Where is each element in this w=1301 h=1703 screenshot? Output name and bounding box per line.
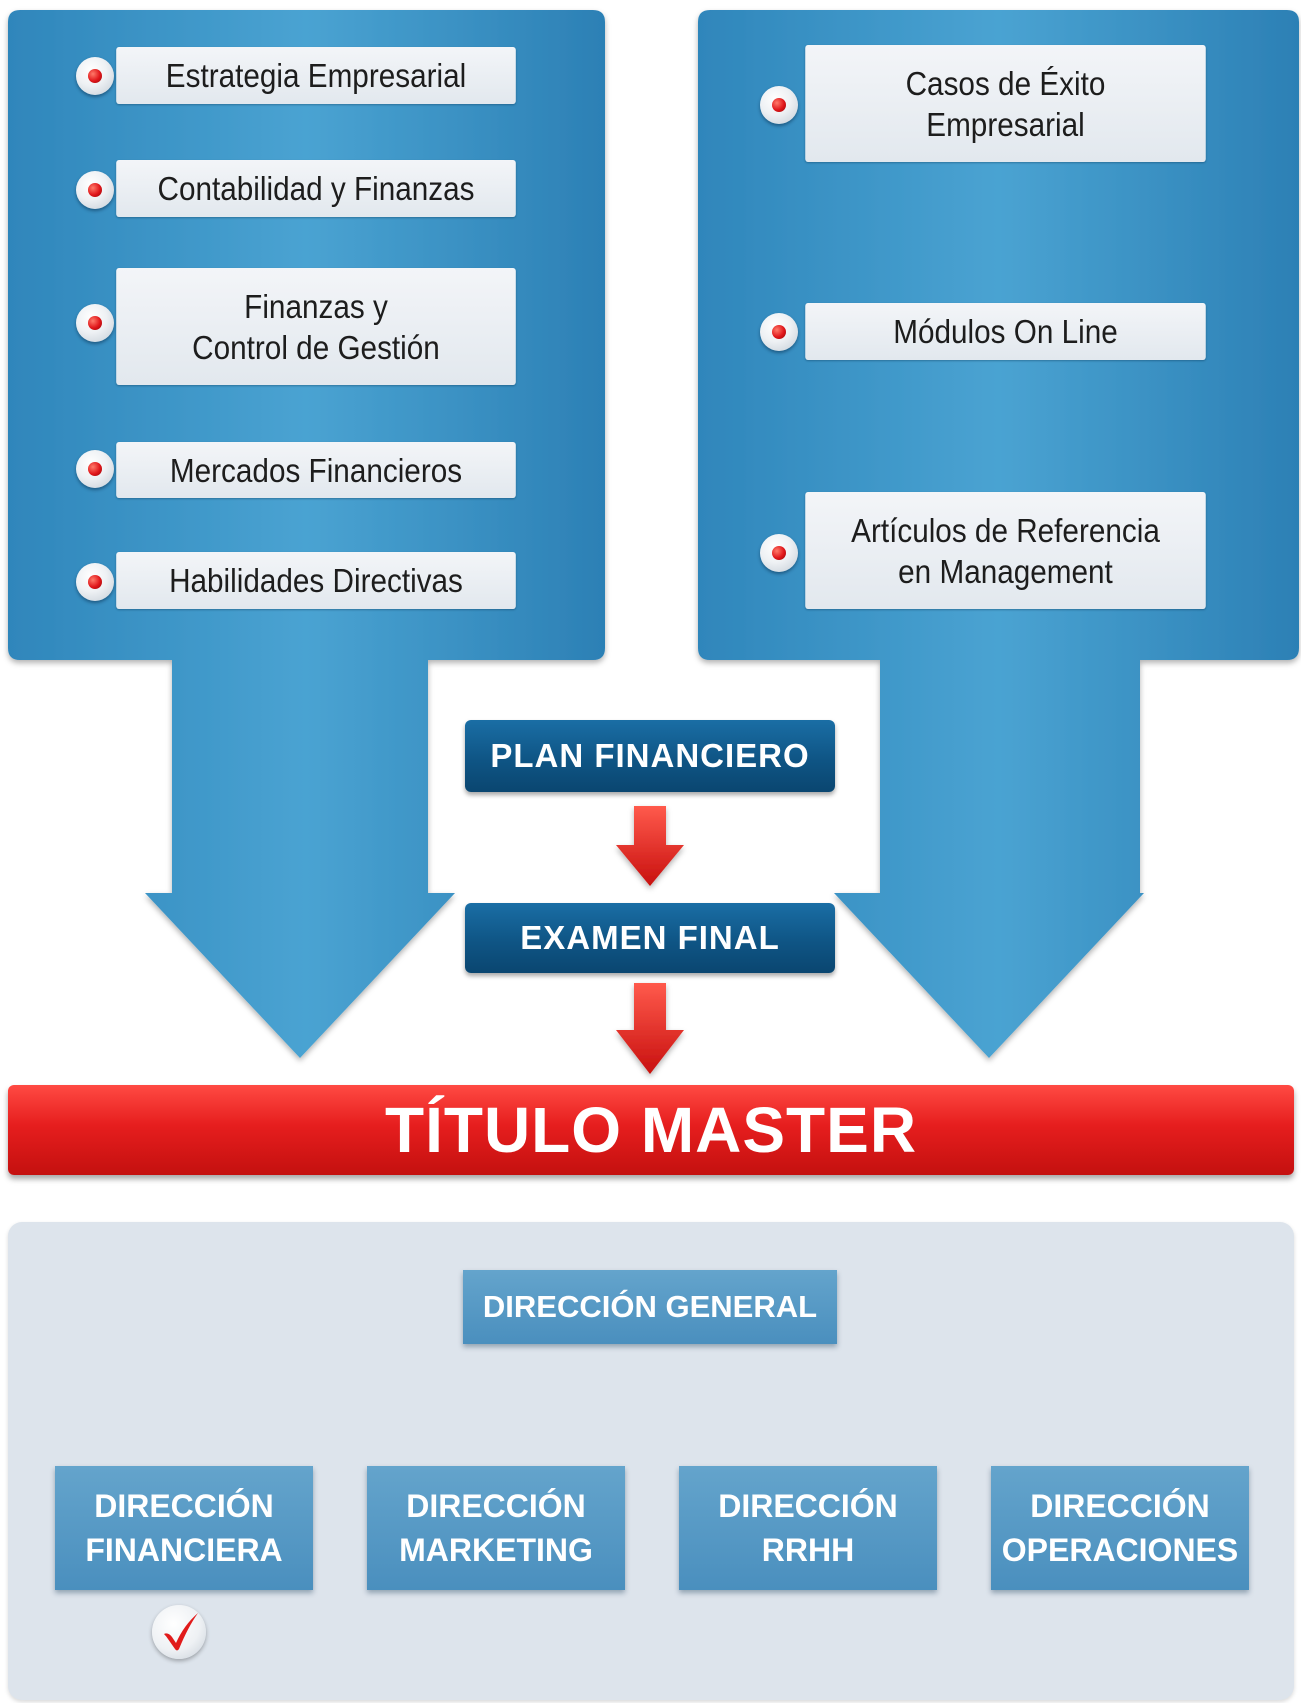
module-box-casos-exito: Casos de Éxito Empresarial — [805, 45, 1206, 162]
direccion-general-box: DIRECCIÓN GENERAL — [463, 1270, 837, 1344]
red-dot-bullet-icon — [760, 313, 798, 351]
red-dot-bullet-icon — [76, 563, 114, 601]
direccion-financiera-box: DIRECCIÓN FINANCIERA — [55, 1466, 313, 1590]
plan-financiero-step: PLAN FINANCIERO — [465, 720, 835, 792]
red-dot-bullet-icon — [76, 304, 114, 342]
module-box-contabilidad: Contabilidad y Finanzas — [116, 160, 516, 217]
red-dot-bullet-icon — [760, 534, 798, 572]
module-box-estrategia: Estrategia Empresarial — [116, 47, 516, 104]
red-arrow-exam-to-title — [616, 983, 684, 1074]
red-dot-bullet-icon — [76, 57, 114, 95]
red-dot-bullet-icon — [76, 450, 114, 488]
titulo-master-bar: TÍTULO MASTER — [8, 1085, 1294, 1175]
module-box-habilidades: Habilidades Directivas — [116, 552, 516, 609]
red-dot-bullet-icon — [76, 171, 114, 209]
red-dot-bullet-icon — [760, 86, 798, 124]
module-box-finanzas-control: Finanzas y Control de Gestión — [116, 268, 516, 385]
module-box-modulos-online: Módulos On Line — [805, 303, 1206, 360]
red-arrow-plan-to-exam — [616, 806, 684, 886]
module-box-articulos: Artículos de Referencia en Management — [805, 492, 1206, 609]
direccion-rrhh-box: DIRECCIÓN RRHH — [679, 1466, 937, 1590]
direccion-operaciones-box: DIRECCIÓN OPERACIONES — [991, 1466, 1249, 1590]
module-box-mercados: Mercados Financieros — [116, 442, 516, 498]
red-checkmark-icon — [152, 1605, 206, 1659]
direccion-marketing-box: DIRECCIÓN MARKETING — [367, 1466, 625, 1590]
examen-final-step: EXAMEN FINAL — [465, 903, 835, 973]
